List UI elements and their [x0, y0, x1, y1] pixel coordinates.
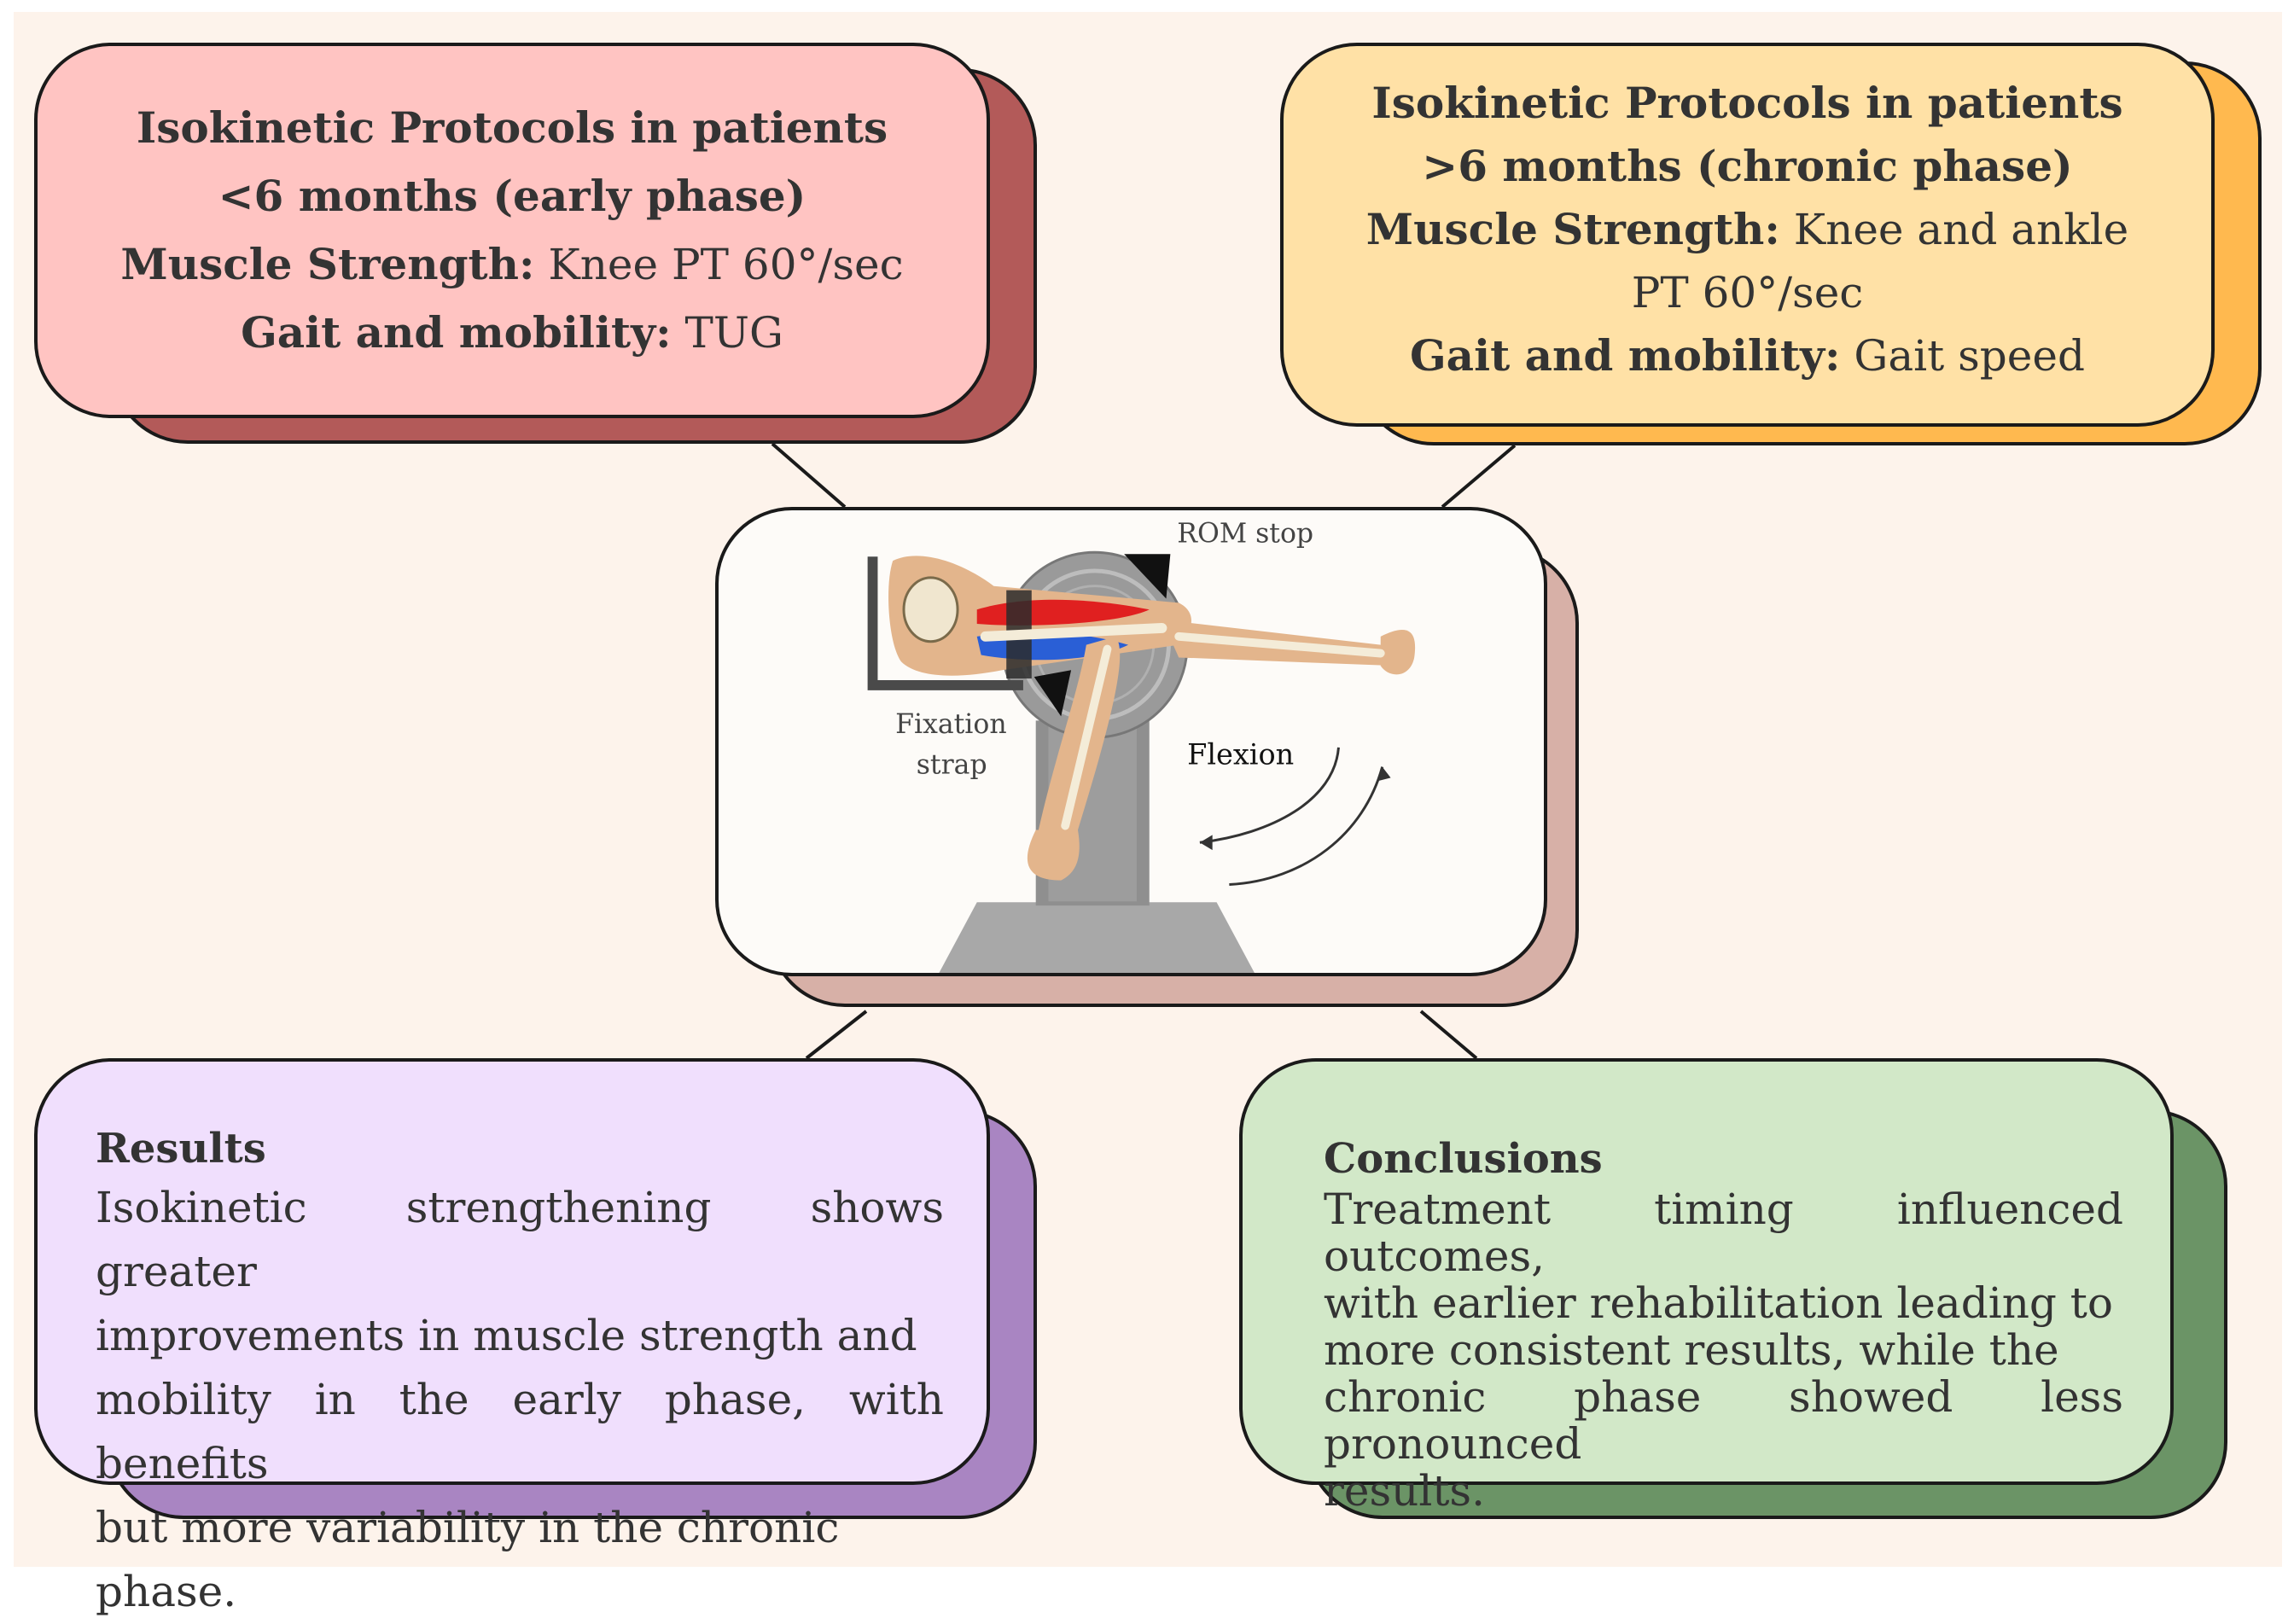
patient-head — [902, 576, 959, 643]
early-phase-gait-label: Gait and mobility: — [241, 307, 672, 358]
dynamometer-card: ROM stop Fixation strap Flexion — [715, 507, 1547, 976]
fixation-strap-label-line1: Fixation — [895, 709, 1007, 740]
flexed-foot — [1027, 829, 1080, 881]
tibia-bone-flexed — [1061, 644, 1112, 830]
early-phase-title-line2: <6 months (early phase) — [218, 171, 806, 221]
results-heading: Results — [96, 1125, 266, 1173]
early-phase-title-line1: Isokinetic Protocols in patients — [136, 102, 888, 153]
fixation-strap-label-line2: strap — [917, 749, 987, 780]
dynamometer-base — [939, 902, 1255, 973]
tibia-bone-extended — [1174, 632, 1385, 658]
conclusions-heading: Conclusions — [1324, 1135, 1603, 1183]
femur-bone — [980, 623, 1167, 642]
flexion-arrow-outer — [1229, 766, 1384, 887]
early-phase-strength-value: Knee PT 60°/sec — [534, 240, 904, 289]
flexion-arrow-inner — [1199, 747, 1340, 844]
early-phase-card: Isokinetic Protocols in patients <6 mont… — [34, 43, 990, 418]
results-body: Isokinetic strengthening shows greater i… — [96, 1176, 944, 1624]
results-line: but more variability in the chronic phas… — [96, 1503, 840, 1616]
early-phase-gait: Gait and mobility: TUG — [241, 299, 783, 367]
early-phase-gait-value: TUG — [671, 308, 783, 358]
conclusions-line: Treatment timing influenced outcomes, — [1324, 1185, 2123, 1281]
chronic-phase-strength-label: Muscle Strength: — [1365, 204, 1780, 254]
results-line: improvements in muscle strength and — [96, 1311, 917, 1360]
conclusions-line: results. — [1324, 1466, 1485, 1516]
early-phase-strength: Muscle Strength: Knee PT 60°/sec — [120, 230, 903, 299]
chronic-phase-strength-value-1: Knee and ankle — [1779, 205, 2129, 254]
conclusions-card: Conclusions Treatment timing influenced … — [1239, 1058, 2174, 1515]
conclusions-line: chronic phase showed less pronounced — [1324, 1372, 2123, 1469]
chronic-phase-gait: Gait and mobility: Gait speed — [1410, 324, 2085, 387]
seat-frame — [867, 556, 1023, 690]
conclusions-line: with earlier rehabilitation leading to — [1324, 1278, 2113, 1328]
results-line: Isokinetic strengthening shows greater — [96, 1183, 944, 1296]
rom-stop-upper-icon — [1124, 554, 1171, 599]
chronic-phase-title-line2: >6 months (chronic phase) — [1422, 141, 2073, 191]
chronic-phase-gait-label: Gait and mobility: — [1409, 330, 1841, 381]
isokinetic-dynamometer-illustration: ROM stop Fixation strap Flexion — [867, 518, 1416, 973]
rom-stop-lower-icon — [1033, 670, 1072, 717]
rom-stop-label: ROM stop — [1177, 518, 1313, 549]
conclusions-line: more consistent results, while the — [1324, 1325, 2059, 1375]
results-line: mobility in the early phase, with benefi… — [96, 1375, 944, 1488]
chronic-phase-strength: Muscle Strength: Knee and ankle — [1366, 198, 2128, 261]
flexion-label: Flexion — [1187, 738, 1294, 771]
chronic-phase-strength-value-2: PT 60°/sec — [1631, 268, 1864, 317]
chronic-phase-title-line1: Isokinetic Protocols in patients — [1371, 78, 2123, 128]
conclusions-body: Treatment timing influenced outcomes, wi… — [1324, 1186, 2123, 1515]
extended-foot — [1380, 629, 1416, 675]
chronic-phase-gait-value: Gait speed — [1840, 331, 2085, 381]
results-card: Results Isokinetic strengthening shows g… — [34, 1058, 990, 1616]
flexion-arrow-outer-head — [1377, 766, 1391, 782]
flexion-arrow-inner-head — [1199, 835, 1213, 851]
early-phase-strength-label: Muscle Strength: — [120, 239, 535, 289]
chronic-phase-card: Isokinetic Protocols in patients >6 mont… — [1280, 43, 2215, 427]
